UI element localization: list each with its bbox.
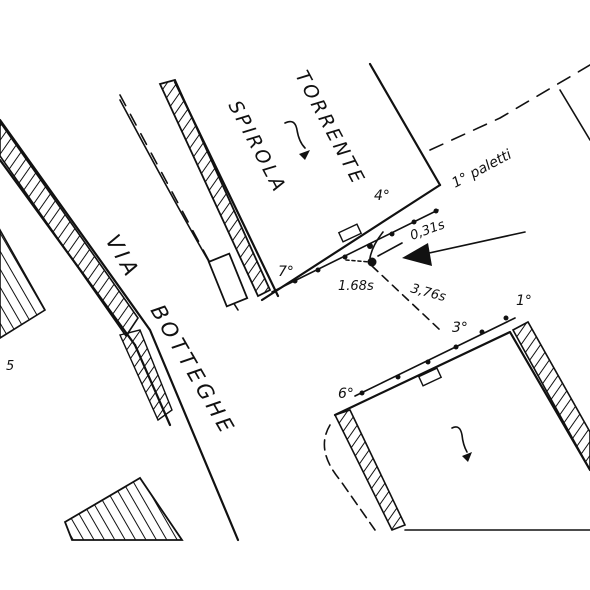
label-post-6: 6° xyxy=(338,386,354,402)
stream-channel xyxy=(158,62,442,308)
label-paletti: 1° paletti xyxy=(449,147,514,192)
top-right-contour xyxy=(429,64,590,151)
measurement-dashed xyxy=(371,265,441,331)
label-left-5: 5 xyxy=(6,359,14,374)
far-left-building xyxy=(0,228,47,339)
label-post-7: 7° xyxy=(278,264,294,280)
upper-post-line xyxy=(260,183,442,302)
label-post-1b: 1° xyxy=(516,293,532,309)
label-dist-376: 3,76s xyxy=(409,281,448,305)
left-wall-band xyxy=(0,118,240,542)
squiggle-arrow-icon xyxy=(284,120,310,160)
bottom-left-building xyxy=(63,476,184,541)
arrow-left-icon xyxy=(402,231,526,266)
road-centerline xyxy=(119,94,231,301)
lower-right-building xyxy=(323,320,590,532)
label-post-4: 4° xyxy=(374,188,390,204)
label-dist-168: 1.68s xyxy=(338,279,374,294)
squiggle-arrow-icon xyxy=(451,426,472,462)
lower-post-line xyxy=(354,315,516,397)
top-right-edge xyxy=(559,89,590,141)
stream-label-torrente: TORRENTE xyxy=(291,67,370,189)
stream-label-spirola: SPIROLA xyxy=(224,97,291,197)
label-post-3: 3° xyxy=(452,320,468,336)
